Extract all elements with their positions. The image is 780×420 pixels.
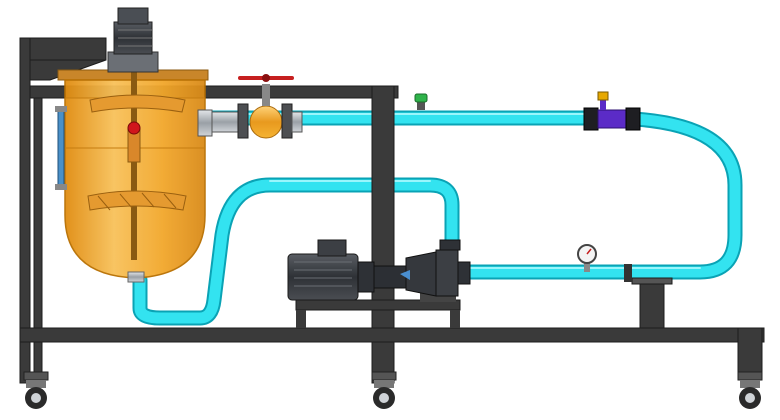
pump-base: [295, 292, 461, 328]
return-flange: [624, 264, 632, 282]
caster-wheel: [371, 371, 397, 409]
outlet-ball-valve: [197, 74, 303, 139]
vent-fitting: [414, 93, 428, 110]
pressure-gauge: [577, 244, 597, 272]
temperature-probe: [127, 121, 141, 163]
pump-motor: [287, 239, 375, 301]
mixing-tank: [57, 60, 209, 283]
caster-wheel: [737, 371, 763, 409]
caster-wheels: [23, 371, 763, 409]
agitator-motor: [107, 7, 159, 73]
centrifugal-pump: [373, 239, 471, 297]
sight-level-gauge: [55, 106, 67, 190]
flow-meter: [583, 91, 641, 131]
recirculation-pipe: [132, 110, 743, 326]
agitator-impellers: [87, 94, 187, 211]
caster-wheel: [23, 371, 49, 409]
